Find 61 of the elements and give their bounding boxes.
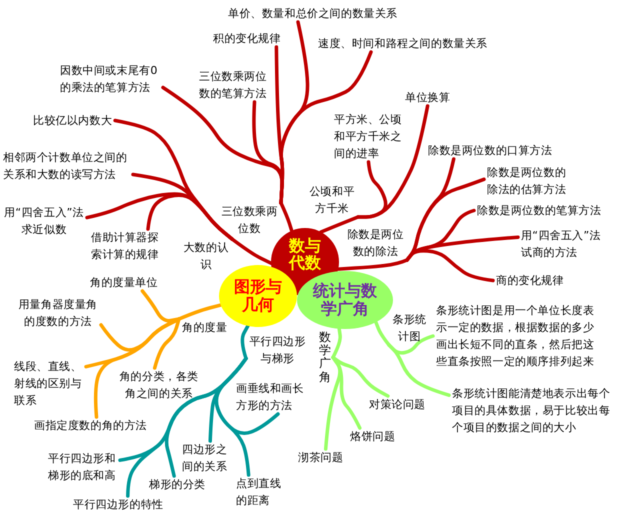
leaf-label: 速度、时间和路程之间的数量关系: [315, 35, 490, 52]
branch-line: [356, 160, 388, 219]
branch-line: [331, 356, 390, 398]
branch-line: [374, 320, 391, 347]
branch-line: [319, 215, 360, 234]
leaf-label: 三位数乘两位数的笔算方法: [196, 68, 271, 102]
leaf-label: 对策论问题: [366, 396, 428, 413]
leaf-label: 点到直线的距离: [233, 475, 285, 509]
leaf-label: 用“四舍五入”法求近似数: [1, 204, 87, 238]
branch-line: [94, 317, 181, 419]
branch-line: [336, 258, 409, 271]
branch-label: 条形统计图: [389, 311, 430, 345]
leaf-label: 烙饼问题: [347, 428, 398, 445]
branch-label: 大数的认识: [180, 239, 232, 273]
leaf-label: 平行四边形的特性: [70, 496, 166, 513]
leaf-label: 积的变化规律: [210, 30, 284, 47]
branch-line: [279, 50, 373, 205]
leaf-label: 角的度量单位: [87, 274, 161, 291]
leaf-label: 除数是两位数的笔算方法: [474, 202, 604, 219]
leaf-label: 商的变化规律: [493, 272, 567, 289]
topic-label: 统计与数学广角: [312, 282, 378, 318]
branch-line: [405, 249, 495, 282]
leaf-label: 条形统计图是用一个单位长度表示一定的数据，根据数据的多少画出长短不同的直条，然后把这些直条按照一定的顺序排列起来: [433, 302, 599, 370]
branch-label: 三位数乘两位数: [218, 203, 281, 237]
topic-label: 数与代数: [288, 237, 322, 271]
leaf-label: 角的分类，各类角之间的关系: [116, 368, 202, 402]
branch-line: [331, 327, 342, 360]
leaf-label: 梯形的分类: [146, 476, 208, 493]
branch-label: 公顷和平方千米: [306, 183, 358, 217]
leaf-label: 四边形之间的关系: [179, 441, 231, 475]
leaf-label: 画指定度数的角的方法: [31, 417, 150, 434]
branch-label: 除数是两位数的除法: [344, 226, 407, 260]
leaf-label: 平方米、公顷和平方千米之间的进率: [331, 111, 406, 162]
leaf-label: 除数是两位数的除法的估算方法: [484, 164, 570, 198]
leaf-label: 因数中间或末尾有0的乘法的笔算方法: [57, 62, 163, 96]
topic-label: 图形与几何: [233, 278, 283, 314]
branch-line: [152, 317, 181, 370]
branch-label: 平行四边形与梯形: [246, 333, 309, 367]
leaf-label: 单位换算: [402, 89, 454, 106]
branch-line: [146, 193, 234, 241]
leaf-label: 比较亿以内数大: [30, 112, 116, 129]
branch-line: [279, 201, 294, 232]
branch-line: [387, 343, 451, 397]
leaf-label: 条形统计图能清楚地表示出每个项目的具体数据，易于比较出每个项目的数据之间的大小: [449, 385, 615, 436]
leaf-label: 除数是两位数的口算方法: [425, 142, 556, 159]
leaf-label: 相邻两个计数单位之间的关系和大数的读写方法: [0, 149, 133, 183]
leaf-label: 线段、直线、射线的区别与联系: [11, 358, 86, 409]
branch-label: 数学广角: [317, 331, 333, 384]
leaf-label: 平行四边形和梯形的底和高: [45, 450, 120, 484]
branch-line: [230, 237, 273, 265]
leaf-label: 画垂线和画长方形的方法: [233, 380, 308, 414]
leaf-label: 用“四舍五入”法试商的方法: [518, 227, 604, 261]
leaf-label: 单价、数量和总价之间的数量关系: [225, 5, 400, 22]
leaf-label: 用量角器度量角的度数的方法: [15, 296, 101, 330]
branch-line: [126, 356, 248, 498]
branch-line: [240, 324, 250, 360]
branch-label: 角的度量: [179, 319, 230, 336]
leaf-label: 借助计算器探索计算的规律: [88, 229, 163, 263]
leaf-label: 沏茶问题: [295, 449, 346, 466]
branch-line: [177, 303, 222, 321]
branch-line: [324, 356, 342, 451]
